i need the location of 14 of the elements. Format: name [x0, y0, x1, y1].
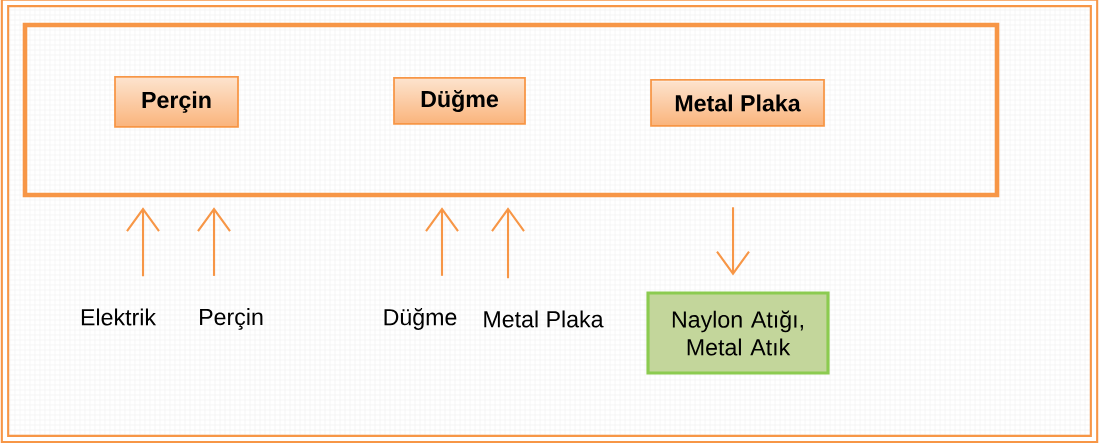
input-label: Düğme — [384, 308, 457, 330]
arrow — [716, 207, 750, 276]
process-box: Düğme — [393, 77, 526, 125]
process-box: Metal Plaka — [650, 79, 825, 127]
arrow — [425, 207, 459, 276]
arrow — [491, 207, 525, 279]
arrow — [126, 207, 160, 277]
process-box: Perçin — [114, 76, 239, 128]
input-label: Elektrik — [81, 308, 157, 326]
process-frame — [22, 22, 1000, 198]
input-label: Metal Plaka — [484, 310, 604, 328]
arrow — [197, 207, 231, 276]
input-label: Perçin — [200, 308, 263, 330]
output-box: Naylon Atığı, Metal Atık — [646, 291, 830, 375]
